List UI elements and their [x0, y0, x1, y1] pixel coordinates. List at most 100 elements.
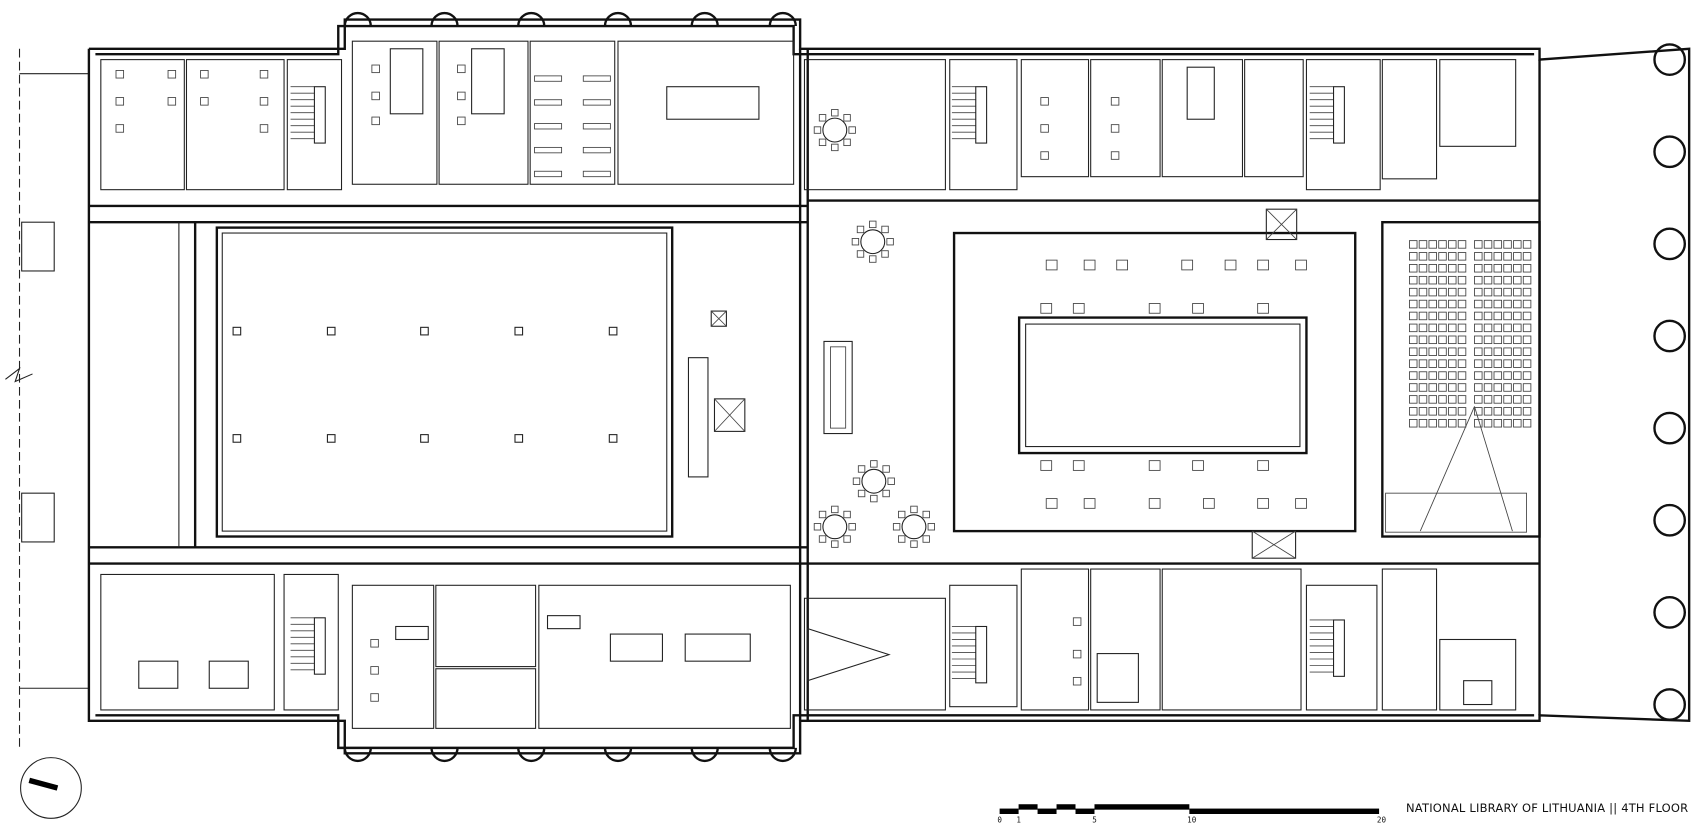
chair: [892, 523, 901, 531]
stair-landing: [975, 625, 988, 684]
pilaster: [343, 11, 372, 27]
auditorium-seat: [1493, 299, 1503, 309]
auditorium-seat: [1503, 335, 1512, 345]
desk: [1045, 259, 1058, 271]
shelf: [534, 146, 563, 154]
auditorium-seat: [1503, 419, 1512, 428]
chair: [813, 126, 822, 134]
desk: [1072, 303, 1085, 314]
auditorium-seat: [1428, 323, 1437, 333]
round-table: [861, 468, 887, 494]
auditorium-seat: [1474, 275, 1483, 285]
chair: [167, 70, 177, 79]
auditorium-seat: [1457, 371, 1467, 380]
chair: [843, 114, 851, 122]
auditorium-seat: [1503, 311, 1512, 321]
chair: [259, 97, 269, 106]
chair: [115, 70, 125, 79]
auditorium-seat: [1483, 275, 1493, 285]
auditorium-seat: [1457, 264, 1467, 273]
chair: [910, 540, 918, 548]
auditorium-seat: [1428, 371, 1437, 380]
auditorium-seat: [1513, 395, 1522, 404]
stair-landing: [1333, 86, 1345, 144]
portico-column: [1653, 43, 1687, 76]
pilasters: [343, 11, 797, 763]
table: [666, 86, 760, 120]
auditorium-seat: [1409, 299, 1418, 309]
chair: [1110, 97, 1120, 106]
auditorium-seat: [1438, 359, 1447, 368]
auditorium-seat: [1448, 323, 1457, 333]
auditorium-seat: [1409, 419, 1418, 428]
desk: [1116, 259, 1128, 271]
auditorium-seat: [1493, 311, 1503, 321]
auditorium-seat: [1503, 252, 1512, 261]
desk: [1148, 498, 1161, 509]
desk: [1072, 460, 1085, 471]
auditorium-seat: [1503, 383, 1512, 392]
auditorium-seat: [1409, 407, 1418, 416]
auditorium-seat: [1448, 335, 1457, 345]
auditorium-seat: [1503, 240, 1512, 249]
auditorium-seat: [1409, 359, 1418, 368]
chair: [200, 70, 209, 79]
auditorium-seat: [1457, 347, 1467, 356]
auditorium-seat: [1448, 252, 1457, 261]
scale-label: 10: [1187, 816, 1197, 825]
chair: [852, 477, 861, 485]
auditorium-seat: [1418, 240, 1428, 249]
auditorium-seat: [1438, 347, 1447, 356]
chair: [1110, 124, 1120, 133]
auditorium-seat: [1522, 371, 1532, 380]
chair: [927, 523, 935, 531]
auditorium-seat: [1448, 371, 1457, 380]
chair: [1040, 124, 1049, 133]
chair: [371, 116, 380, 126]
auditorium-seat: [1457, 383, 1467, 392]
table: [138, 660, 179, 689]
auditorium-seat: [1513, 240, 1522, 249]
chair: [869, 255, 877, 263]
shelf: [534, 123, 563, 130]
auditorium-seat: [1418, 264, 1428, 273]
auditorium-seat: [1438, 275, 1447, 285]
auditorium-seat: [1513, 299, 1522, 309]
auditorium-seat: [1493, 323, 1503, 333]
auditorium-seat: [1522, 347, 1532, 356]
auditorium-seat: [1474, 287, 1483, 297]
auditorium-seat: [1522, 252, 1532, 261]
chair: [1072, 617, 1082, 626]
chair: [259, 124, 269, 133]
auditorium-seat: [1409, 347, 1418, 356]
auditorium-seat: [1513, 371, 1522, 380]
table: [1186, 66, 1215, 120]
chair: [457, 91, 466, 101]
auditorium-seat: [1409, 335, 1418, 345]
pilaster: [768, 747, 797, 763]
interior-walls: [88, 40, 1541, 729]
chair: [898, 510, 906, 519]
auditorium-seat: [1438, 311, 1447, 321]
pilaster: [690, 747, 719, 763]
chair: [870, 494, 878, 503]
auditorium-seat: [1474, 395, 1483, 404]
auditorium-seat: [1428, 252, 1437, 261]
auditorium-seat: [1409, 395, 1418, 404]
shelf: [582, 170, 611, 178]
scale-segment: [1056, 804, 1076, 810]
portico-column: [1653, 596, 1687, 629]
auditorium-seat: [1503, 371, 1512, 380]
auditorium-seat: [1522, 419, 1532, 428]
column: [232, 434, 242, 443]
auditorium-seat: [1409, 323, 1418, 333]
auditorium-seat: [1457, 335, 1467, 345]
auditorium-seat: [1513, 359, 1522, 368]
auditorium-seat: [1428, 311, 1437, 321]
auditorium-seat: [1503, 395, 1512, 404]
scale-segment: [1075, 808, 1095, 814]
auditorium-seat: [1483, 371, 1493, 380]
auditorium-seat: [1448, 407, 1457, 416]
